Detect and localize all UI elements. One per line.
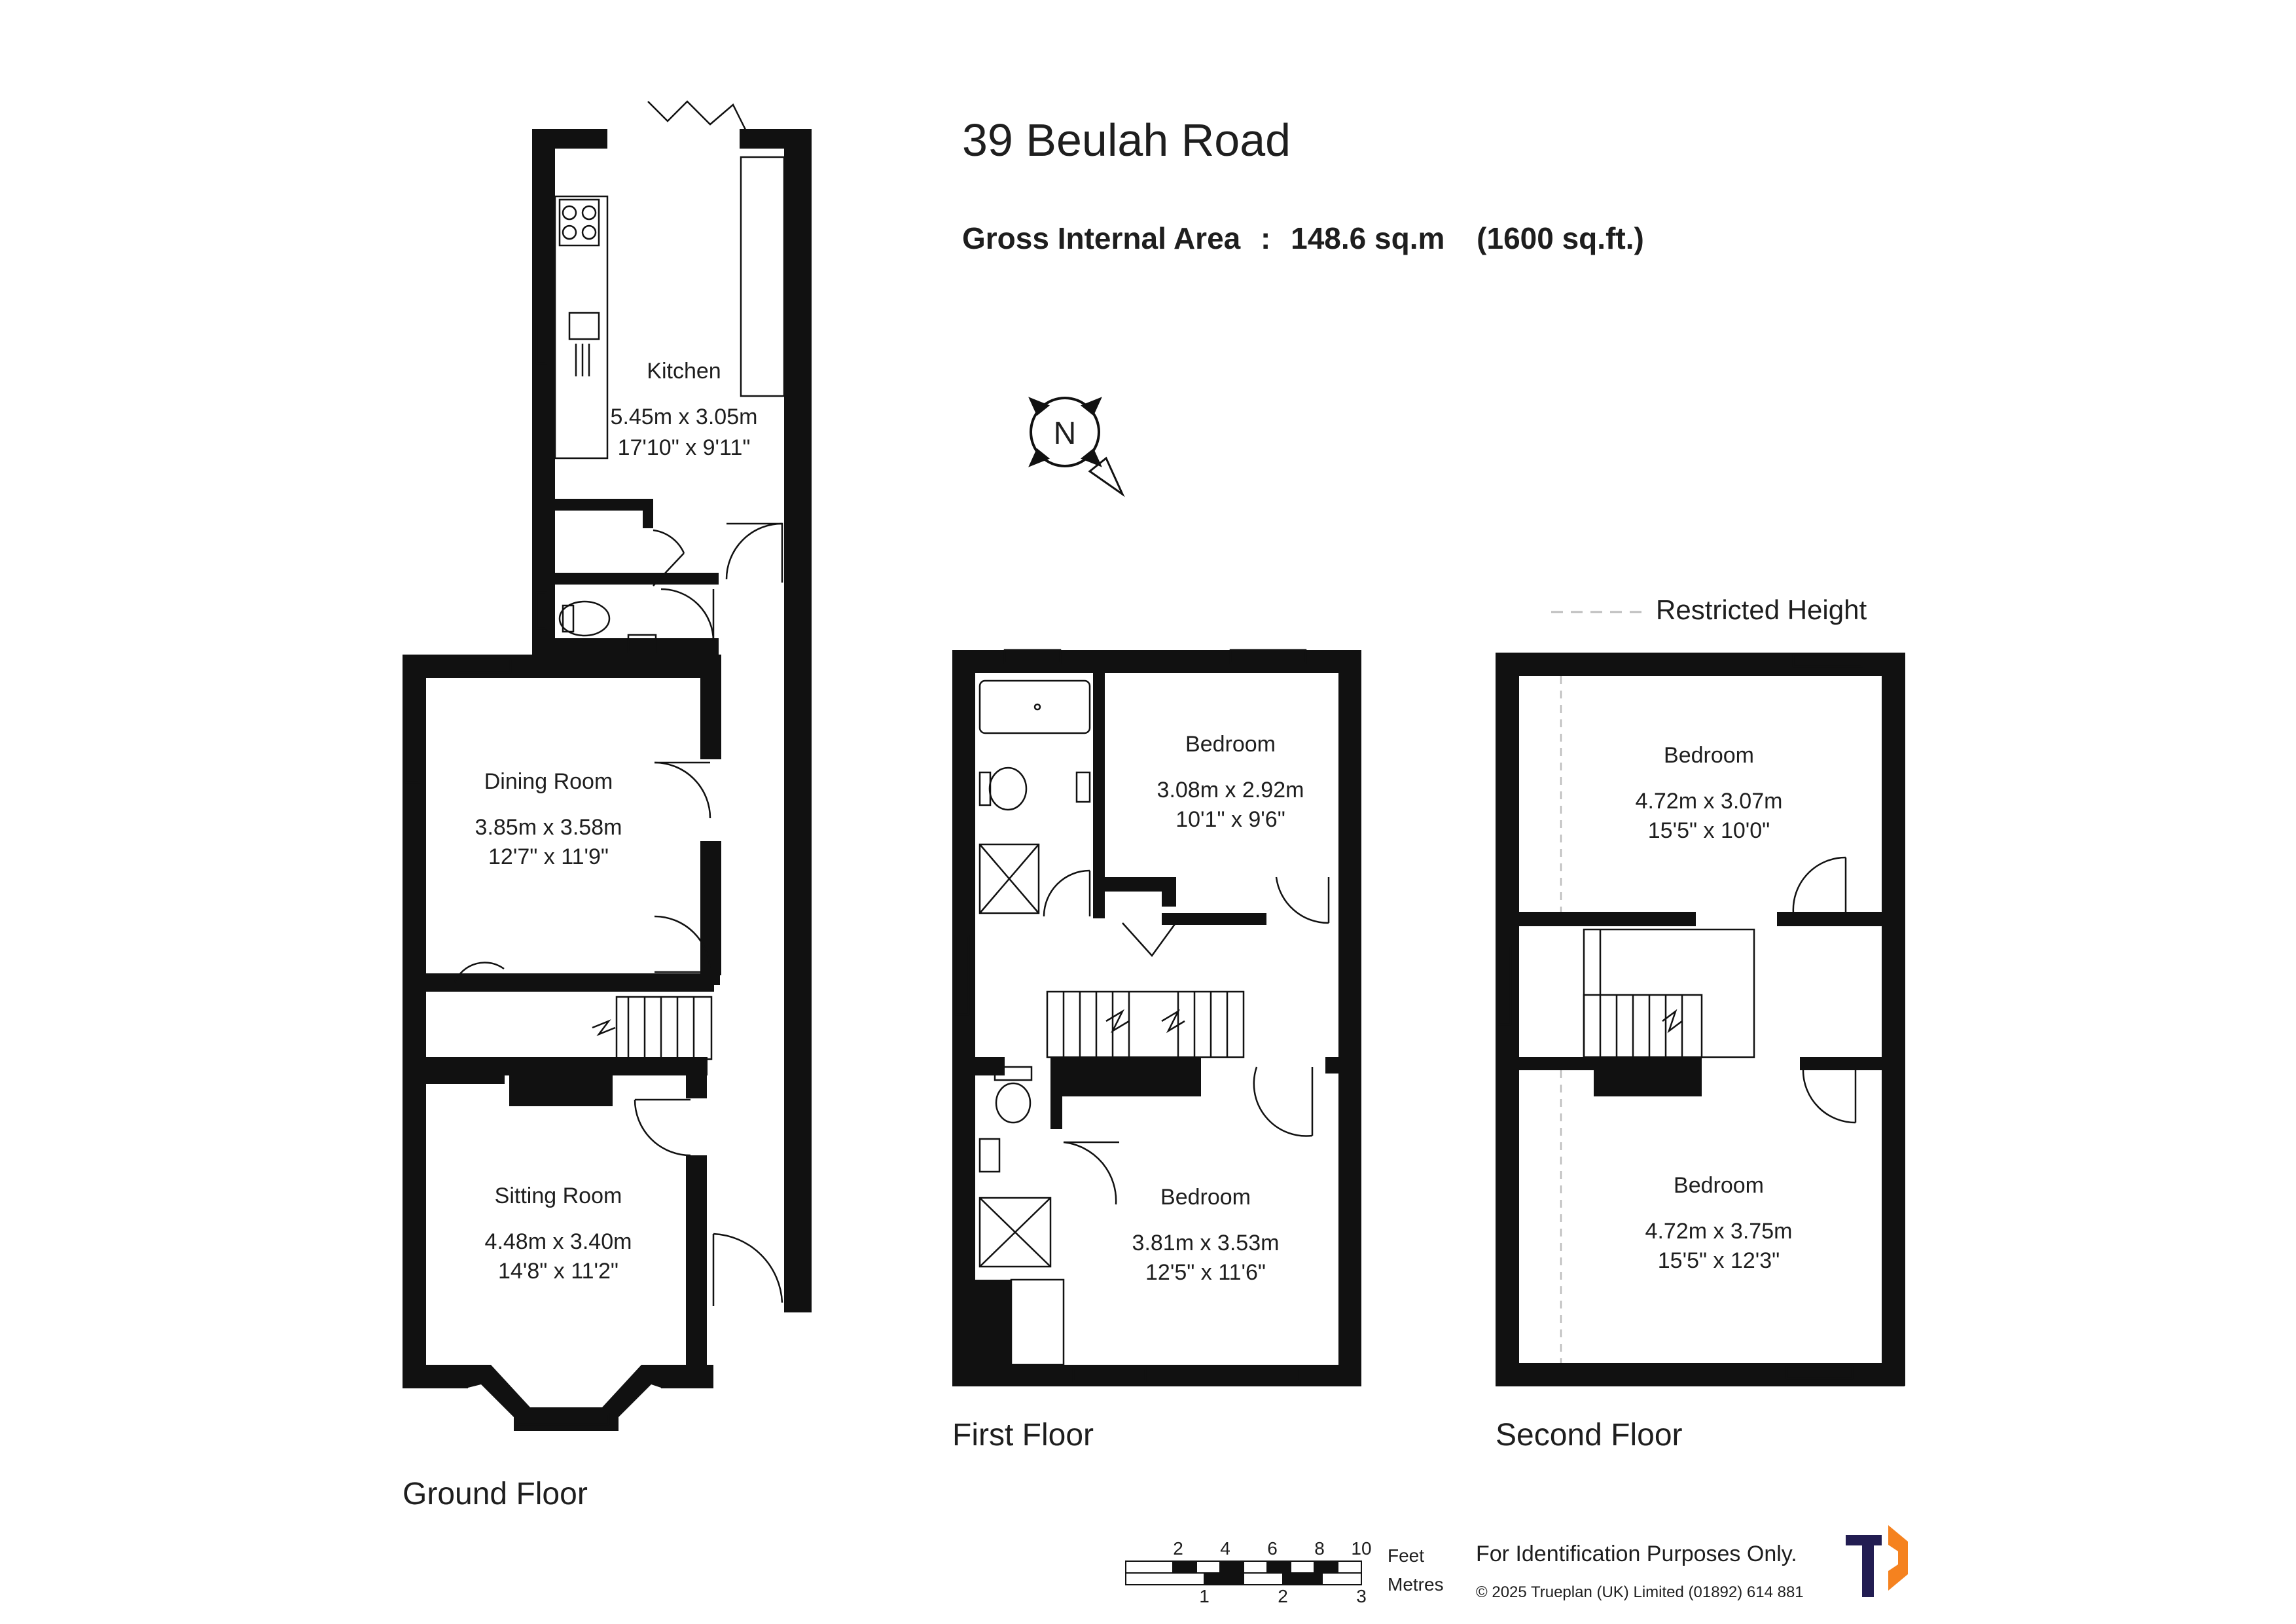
scale-metres-label: Metres xyxy=(1388,1574,1444,1595)
scale-metre-tick-1: 1 xyxy=(1199,1586,1210,1606)
property-title: 39 Beulah Road xyxy=(962,115,1291,166)
floor-label-first: First Floor xyxy=(952,1418,1094,1453)
room-metric-first-bedroom-front: 3.08m x 2.92m xyxy=(1157,778,1304,803)
ground-floor-plan xyxy=(403,129,812,1431)
room-name-second-bedroom-top: Bedroom xyxy=(1664,743,1754,768)
room-imperial-first-bedroom-rear: 12'5" x 11'6" xyxy=(1145,1260,1266,1285)
room-name-second-bedroom-bottom: Bedroom xyxy=(1674,1173,1764,1198)
room-metric-sitting: 4.48m x 3.40m xyxy=(485,1229,632,1254)
scale-metre-tick-3: 3 xyxy=(1356,1586,1367,1606)
footer-disclaimer: For Identification Purposes Only. xyxy=(1476,1542,1797,1566)
room-name-dining: Dining Room xyxy=(484,769,613,794)
scale-metre-tick-2: 2 xyxy=(1278,1586,1288,1606)
gross-area-separator: : xyxy=(1261,221,1270,255)
room-name-first-bedroom-front: Bedroom xyxy=(1185,732,1276,757)
second-floor-fixtures xyxy=(1498,653,1863,1380)
room-metric-second-bedroom-top: 4.72m x 3.07m xyxy=(1636,789,1783,814)
scale-feet-tick-10: 10 xyxy=(1351,1538,1371,1559)
room-metric-dining: 3.85m x 3.58m xyxy=(475,815,622,840)
gross-area-label: Gross Internal Area xyxy=(962,221,1241,255)
gross-area-imperial: (1600 sq.ft.) xyxy=(1477,221,1644,255)
restricted-height-label: Restricted Height xyxy=(1656,594,1867,625)
room-name-first-bedroom-rear: Bedroom xyxy=(1160,1185,1251,1210)
trueplan-logo-icon xyxy=(1846,1525,1908,1597)
room-imperial-first-bedroom-front: 10'1" x 9'6" xyxy=(1175,807,1285,832)
room-metric-first-bedroom-rear: 3.81m x 3.53m xyxy=(1132,1231,1280,1255)
compass-rose-icon xyxy=(1028,397,1125,497)
room-imperial-sitting: 14'8" x 11'2" xyxy=(498,1259,619,1284)
gross-area-metric: 148.6 sq.m xyxy=(1291,221,1444,255)
scale-bar xyxy=(1125,1561,1362,1585)
scale-feet-label: Feet xyxy=(1388,1545,1424,1566)
scale-feet-tick-6: 6 xyxy=(1267,1538,1278,1559)
first-floor-plan xyxy=(952,650,1361,1386)
floor-label-ground: Ground Floor xyxy=(403,1477,588,1511)
scale-feet-tick-8: 8 xyxy=(1314,1538,1325,1559)
footer-copyright: © 2025 Trueplan (UK) Limited (01892) 614… xyxy=(1476,1583,1804,1601)
gross-area-line: Gross Internal Area : 148.6 sq.m (1600 s… xyxy=(962,221,1644,255)
scale-feet-tick-2: 2 xyxy=(1173,1538,1183,1559)
room-name-sitting: Sitting Room xyxy=(495,1183,622,1208)
room-metric-second-bedroom-bottom: 4.72m x 3.75m xyxy=(1645,1219,1793,1244)
room-name-kitchen: Kitchen xyxy=(647,359,721,384)
floor-label-second: Second Floor xyxy=(1496,1418,1683,1453)
room-imperial-second-bedroom-bottom: 15'5" x 12'3" xyxy=(1658,1248,1780,1273)
compass-north-letter: N xyxy=(1054,416,1077,451)
room-imperial-second-bedroom-top: 15'5" x 10'0" xyxy=(1648,818,1770,843)
room-imperial-dining: 12'7" x 11'9" xyxy=(488,844,609,869)
first-floor-fixtures xyxy=(954,649,1330,1382)
ground-floor-fixtures xyxy=(404,100,785,1426)
room-imperial-kitchen: 17'10" x 9'11" xyxy=(618,435,751,460)
scale-feet-tick-4: 4 xyxy=(1220,1538,1230,1559)
second-floor-plan xyxy=(1496,653,1905,1386)
room-metric-kitchen: 5.45m x 3.05m xyxy=(611,405,758,429)
